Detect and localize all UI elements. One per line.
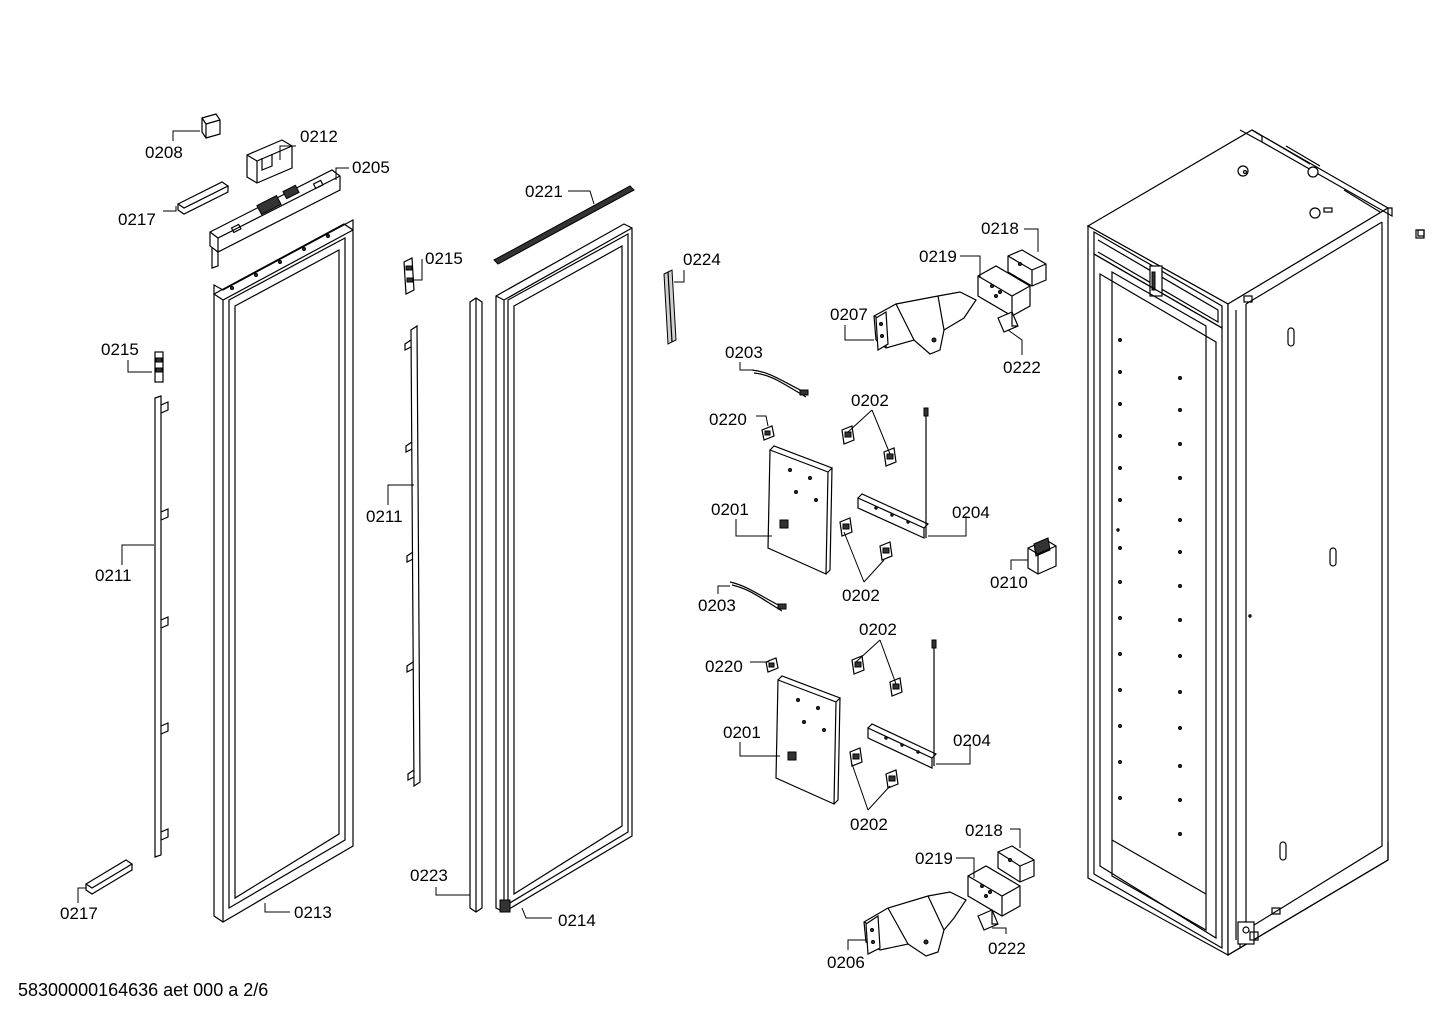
- part-0202-clip-d1: [849, 747, 863, 767]
- label-0224: 0224: [683, 250, 721, 269]
- document-reference: 58300000164636 aet 000 a 2/6: [18, 980, 269, 1000]
- label-0202-c: 0202: [859, 620, 897, 639]
- label-0210: 0210: [990, 573, 1028, 592]
- label-0212: 0212: [300, 127, 338, 146]
- part-0211-mid-rail: [404, 324, 421, 788]
- label-0211-mid: 0211: [366, 507, 403, 526]
- part-0202-clip-a1: [841, 425, 855, 445]
- label-0202-a: 0202: [851, 391, 889, 410]
- part-0202-clip-a2: [883, 447, 897, 467]
- label-0222-bottom: 0222: [988, 939, 1026, 958]
- part-0202-clip-b1: [839, 517, 853, 537]
- label-0207: 0207: [830, 305, 868, 324]
- label-0220-bottom: 0220: [705, 657, 743, 676]
- label-0218-bottom: 0218: [965, 821, 1003, 840]
- label-0203-bottom: 0203: [698, 596, 736, 615]
- label-0211-left: 0211: [95, 566, 132, 585]
- label-0220-top: 0220: [709, 410, 747, 429]
- label-0206: 0206: [827, 953, 865, 972]
- part-0214-door-liner: [495, 223, 633, 913]
- part-0217-bottom-strip: [84, 859, 134, 895]
- shelf-hole-dots: [1116, 338, 1252, 836]
- label-0217-top: 0217: [118, 210, 156, 229]
- part-0222-plate-top: [997, 311, 1019, 333]
- part-0203-cable-bottom: [729, 581, 787, 612]
- part-0218-angle-bottom: [997, 845, 1035, 883]
- label-0205: 0205: [352, 158, 390, 177]
- label-0219-bottom: 0219: [915, 849, 953, 868]
- part-0215-mid-clip: [403, 257, 415, 295]
- part-0206-bottom-hinge: [863, 891, 967, 957]
- label-0204-top: 0204: [952, 503, 990, 522]
- label-0217-bottom: 0217: [60, 904, 98, 923]
- label-0219-top: 0219: [919, 247, 957, 266]
- leader-lines: [77, 130, 1039, 950]
- part-0201-panel-bottom: [775, 675, 842, 805]
- cabinet-body: [1086, 129, 1425, 957]
- label-0214: 0214: [558, 911, 596, 930]
- part-0222-plate-bottom: [977, 909, 999, 931]
- part-0212-cover: [246, 139, 293, 184]
- label-0215-mid: 0215: [425, 249, 463, 268]
- part-0211-left-rail: [154, 395, 169, 858]
- part-0219-bracket-bottom: [967, 865, 1021, 917]
- label-0221: 0221: [525, 182, 563, 201]
- label-0208: 0208: [145, 143, 183, 162]
- part-0218-angle-top: [1007, 249, 1047, 287]
- part-0203-cable-top: [751, 369, 809, 398]
- label-0201-bottom: 0201: [723, 723, 761, 742]
- label-0213: 0213: [294, 903, 332, 922]
- part-0205-hinge-bracket: [209, 169, 341, 269]
- part-0220-clip-top: [761, 425, 775, 441]
- label-0215-left: 0215: [101, 340, 139, 359]
- label-0202-b: 0202: [842, 586, 880, 605]
- part-0217-top-strip: [176, 181, 230, 215]
- label-0223: 0223: [410, 866, 448, 885]
- label-0222-top: 0222: [1003, 358, 1041, 377]
- part-0221-top-strip: [493, 185, 635, 265]
- part-0223-gasket-strip: [469, 297, 483, 913]
- part-0201-panel-top: [767, 445, 834, 575]
- part-0213-door-frame: [213, 218, 354, 923]
- part-0215-left-clip: [154, 351, 164, 383]
- part-labels: 0208 0212 0205 0217 0215 0211 0217 0213 …: [60, 127, 1041, 972]
- part-0210-latch: [1027, 537, 1057, 575]
- part-0202-clip-d2: [885, 769, 899, 789]
- label-0203-top: 0203: [725, 343, 763, 362]
- part-0207-top-hinge: [873, 291, 977, 355]
- part-0202-clip-c2: [889, 677, 903, 697]
- part-0202-clip-b2: [879, 541, 893, 561]
- part-0208-cap: [201, 113, 221, 139]
- part-0202-clip-c1: [851, 655, 865, 675]
- part-0204-rail-bottom: [867, 639, 938, 769]
- label-0202-d: 0202: [850, 815, 888, 834]
- part-0204-rail-top: [857, 407, 930, 539]
- part-0224-profile: [663, 269, 677, 345]
- label-0201-top: 0201: [711, 500, 749, 519]
- part-0220-clip-bottom: [765, 657, 779, 673]
- label-0218-top: 0218: [981, 219, 1019, 238]
- label-0204-bottom: 0204: [953, 731, 991, 750]
